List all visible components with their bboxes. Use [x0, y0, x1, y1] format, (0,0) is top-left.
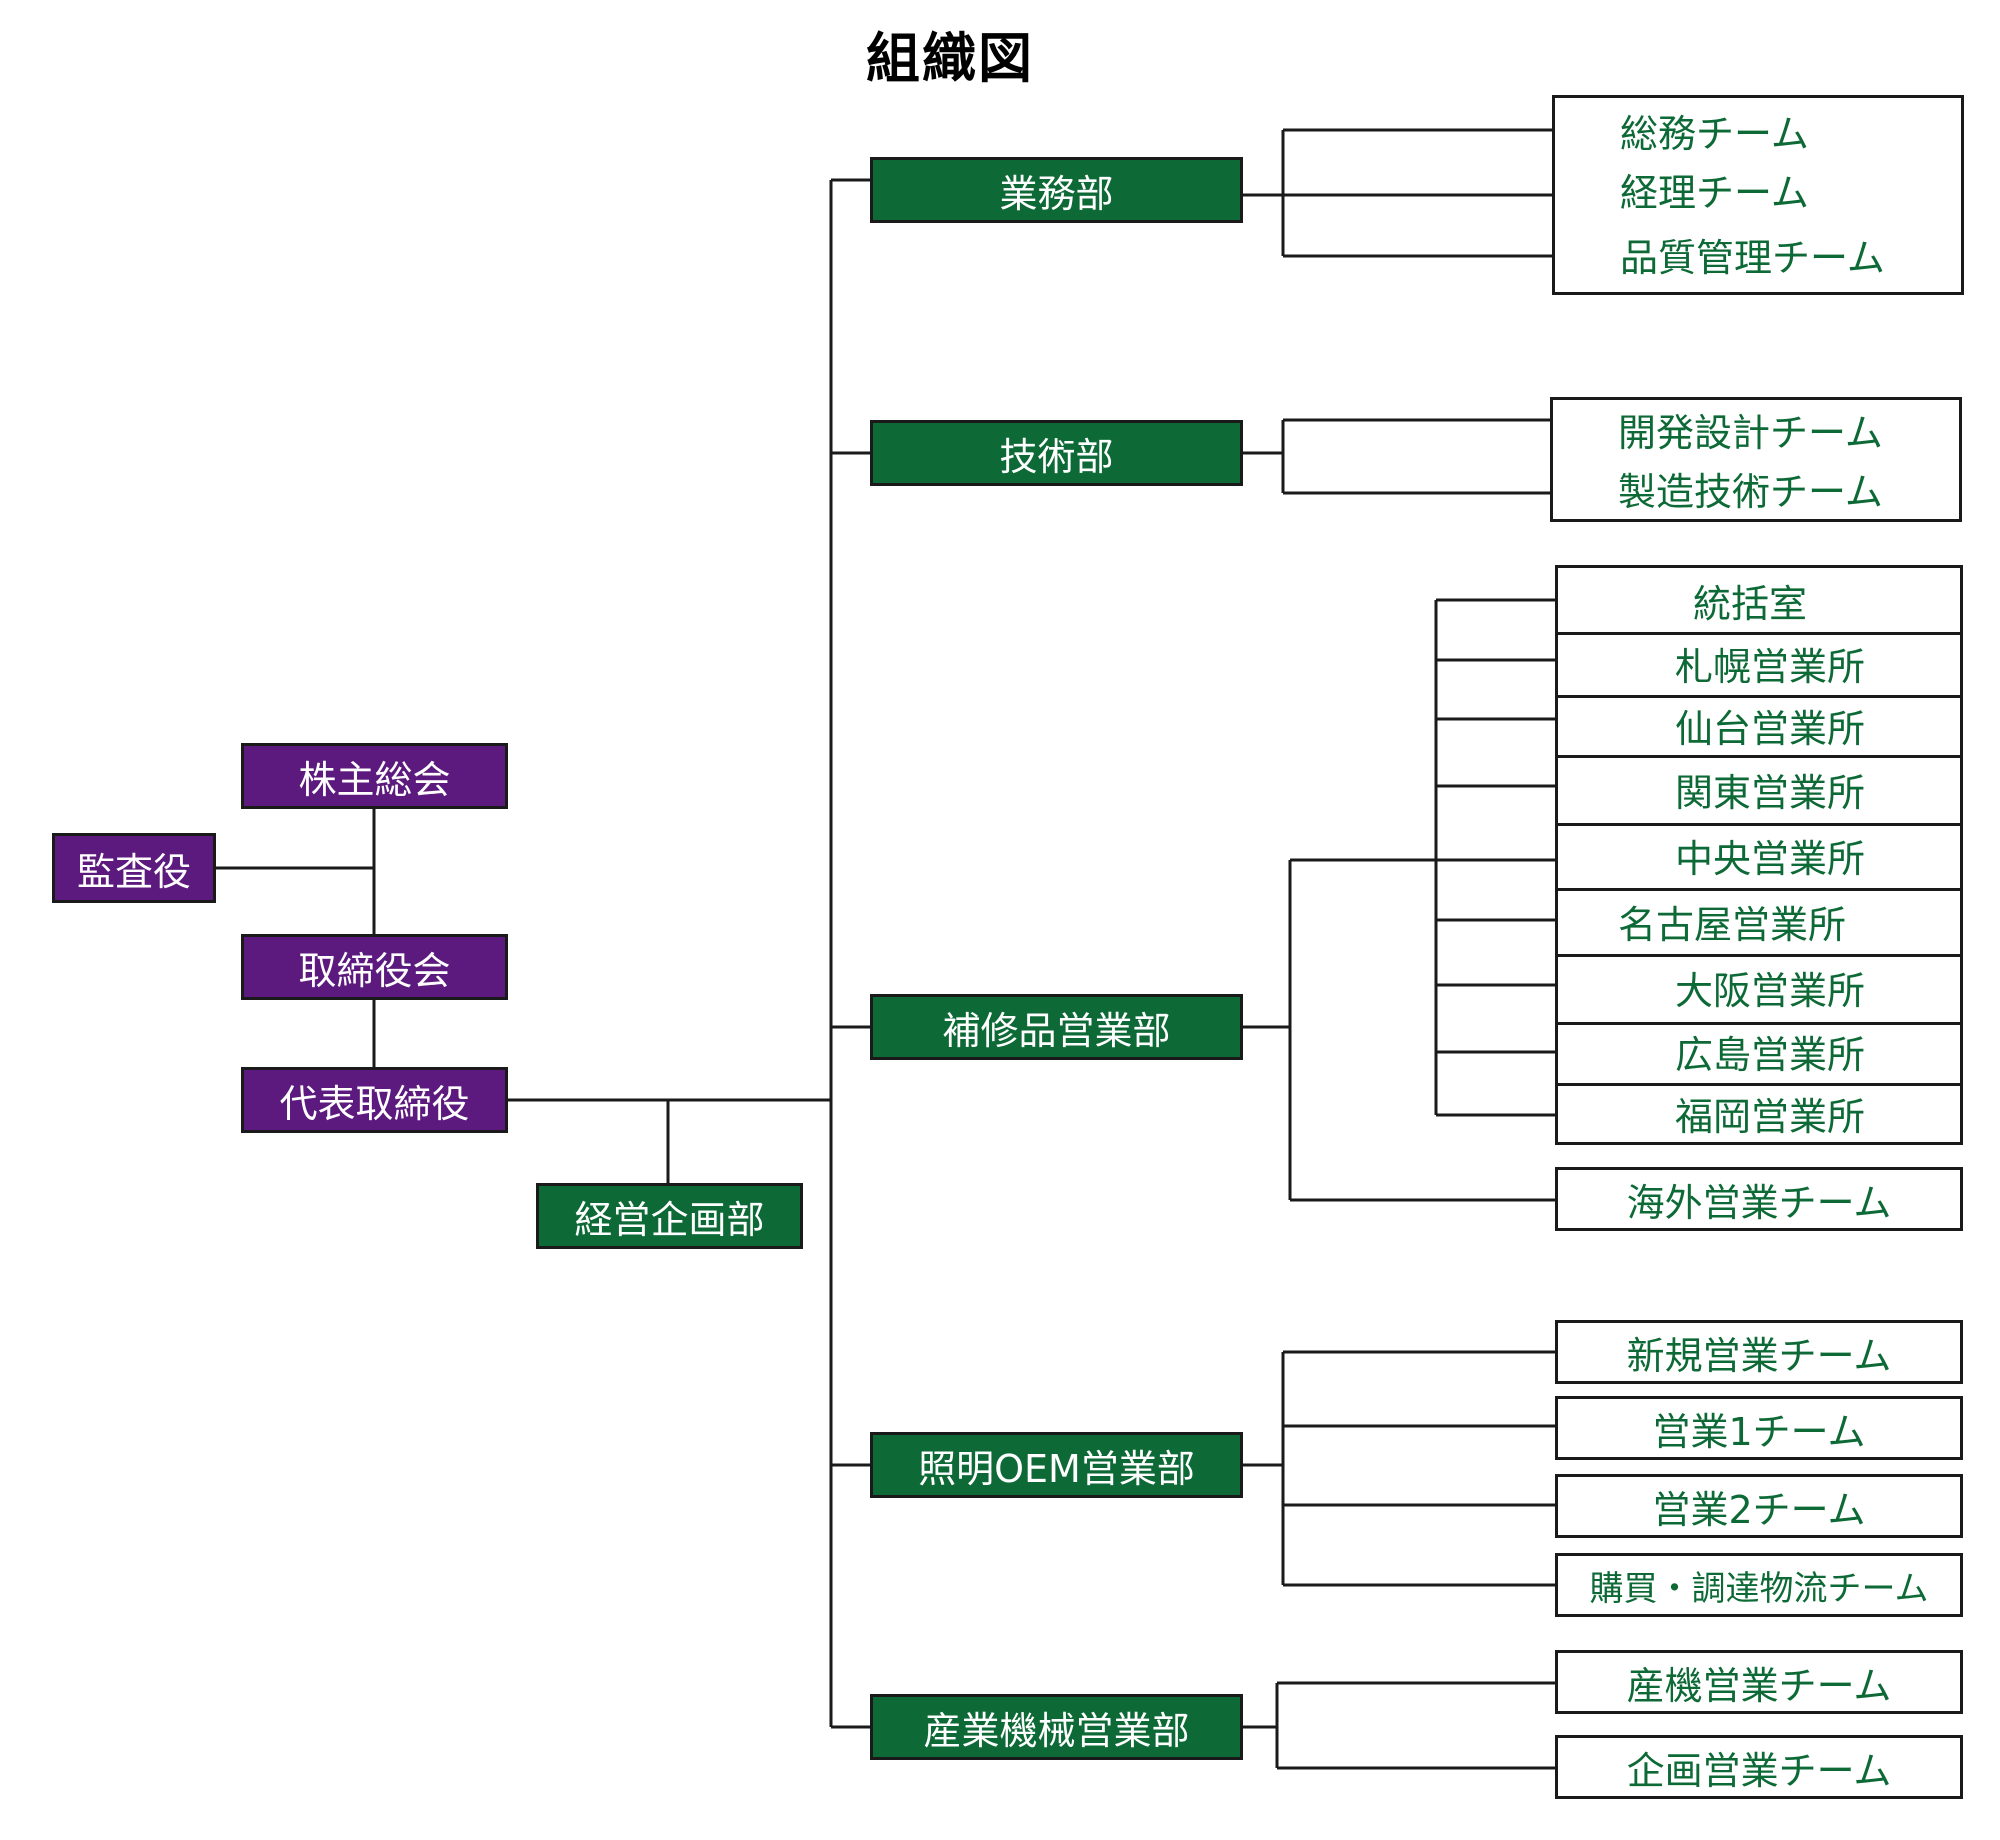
office-headquarters[interactable]: 統括室 — [1692, 581, 1807, 626]
office-sendai[interactable]: 仙台営業所 — [1674, 706, 1865, 751]
office-kanto[interactable]: 関東営業所 — [1674, 770, 1865, 815]
office-nagoya[interactable]: 名古屋営業所 — [1617, 902, 1846, 947]
technology-teams-group — [1550, 397, 1962, 522]
team-new-business-sales[interactable]: 新規営業チーム — [1555, 1320, 1963, 1384]
team-planning-sales[interactable]: 企画営業チーム — [1555, 1735, 1963, 1799]
team-industrial-machinery-sales[interactable]: 産機営業チーム — [1555, 1650, 1963, 1714]
office-chuo[interactable]: 中央営業所 — [1674, 837, 1865, 881]
team-development-design[interactable]: 開発設計チーム — [1618, 410, 1883, 455]
team-sales-1[interactable]: 営業1チーム — [1555, 1396, 1963, 1460]
page-title: 組織図 — [866, 27, 1034, 90]
corporate-planning-box[interactable]: 経営企画部 — [536, 1183, 803, 1249]
team-quality-control[interactable]: 品質管理チーム — [1620, 235, 1885, 280]
office-sapporo[interactable]: 札幌営業所 — [1674, 645, 1865, 689]
team-manufacturing-technology[interactable]: 製造技術チーム — [1618, 469, 1883, 514]
office-fukuoka[interactable]: 福岡営業所 — [1674, 1094, 1865, 1139]
team-overseas-sales[interactable]: 海外営業チーム — [1555, 1167, 1963, 1231]
dept-operations-box[interactable]: 業務部 — [870, 157, 1243, 223]
repair-offices-group — [1555, 565, 1963, 1145]
operations-teams-group — [1552, 95, 1964, 295]
dept-lighting-oem-sales-box[interactable]: 照明OEM営業部 — [870, 1432, 1243, 1498]
team-procurement-logistics[interactable]: 購買・調達物流チーム — [1555, 1553, 1963, 1617]
team-accounting[interactable]: 経理チーム — [1620, 170, 1809, 215]
board-of-directors-box[interactable]: 取締役会 — [241, 934, 508, 1000]
dept-technology-box[interactable]: 技術部 — [870, 420, 1243, 486]
shareholders-meeting-box[interactable]: 株主総会 — [241, 743, 508, 809]
office-osaka[interactable]: 大阪営業所 — [1674, 968, 1865, 1013]
office-hiroshima[interactable]: 広島営業所 — [1674, 1032, 1865, 1077]
dept-repair-parts-sales-box[interactable]: 補修品営業部 — [870, 994, 1243, 1060]
team-general-affairs[interactable]: 総務チーム — [1620, 111, 1809, 156]
auditor-box[interactable]: 監査役 — [52, 833, 216, 903]
dept-industrial-machinery-sales-box[interactable]: 産業機械営業部 — [870, 1694, 1243, 1760]
representative-director-box[interactable]: 代表取締役 — [241, 1067, 508, 1133]
team-sales-2[interactable]: 営業2チーム — [1555, 1474, 1963, 1538]
